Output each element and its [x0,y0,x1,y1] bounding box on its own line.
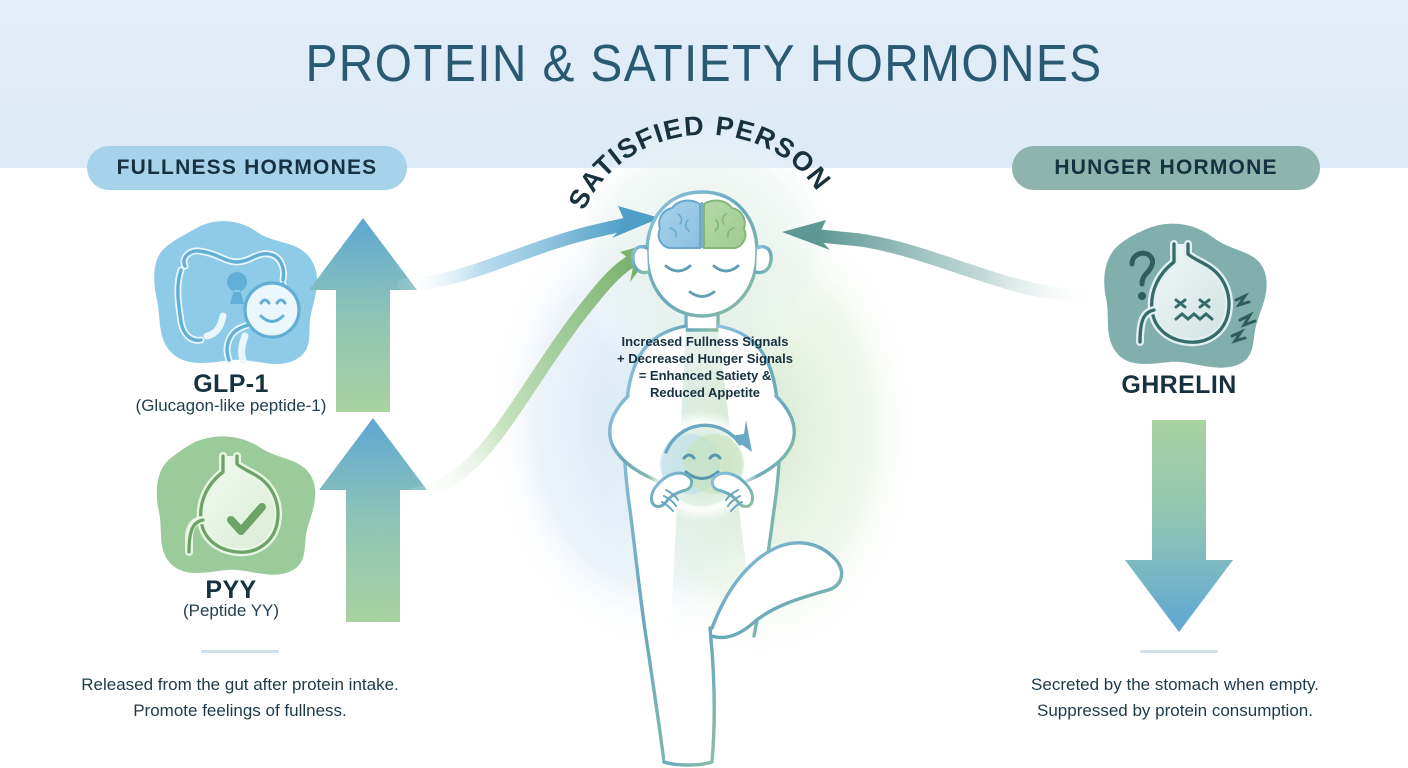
hunger-hormone-pill-label: HUNGER HORMONE [1054,156,1278,179]
glp1-name: GLP-1 [193,370,269,398]
fullness-hormones-pill-label: FULLNESS HORMONES [116,156,378,179]
right-caption: Secreted by the stomach when empty. Supp… [975,672,1375,724]
grumpy-stomach-blob-icon [1104,223,1267,368]
pyy-up-arrow [319,418,427,622]
ghrelin-name: GHRELIN [1121,371,1237,399]
pyy-name: PYY [205,576,257,604]
ghrelin-to-person-arrow [782,220,1097,303]
ghrelin-down-arrow [1125,420,1233,632]
pyy-subtitle: (Peptide YY) [182,601,280,620]
hunger-hormone-pill: HUNGER HORMONE [1012,146,1320,190]
summary-line-3: = Enhanced Satiety & [638,368,772,383]
glp1-subtitle: (Glucagon-like peptide-1) [135,396,327,415]
summary-line-4: Reduced Appetite [649,385,761,400]
brain-icon [657,199,747,249]
right-caption-line-1: Secreted by the stomach when empty. [1031,675,1319,694]
left-caption: Released from the gut after protein inta… [40,672,440,724]
summary-line-2: + Decreased Hunger Signals [617,351,793,366]
left-caption-line-2: Promote feelings of fullness. [133,701,347,720]
glp1-to-person-arrow [397,206,660,292]
left-caption-line-1: Released from the gut after protein inta… [81,675,399,694]
page-title: PROTEIN & SATIETY HORMONES [305,35,1103,93]
right-caption-line-2: Suppressed by protein consumption. [1037,701,1313,720]
center-summary-text: Increased Fullness Signals + Decreased H… [590,333,820,401]
glp1-up-arrow [309,218,417,412]
intestine-blob-icon [154,221,318,365]
summary-line-1: Increased Fullness Signals [621,334,789,349]
stomach-check-blob-icon [156,436,316,575]
right-caption-rule [1140,650,1218,653]
fullness-hormones-pill: FULLNESS HORMONES [87,146,407,190]
left-caption-rule [201,650,279,653]
